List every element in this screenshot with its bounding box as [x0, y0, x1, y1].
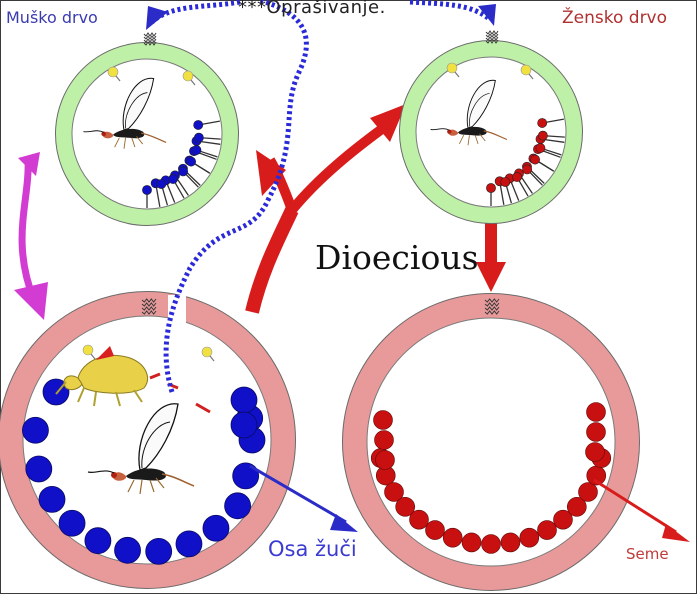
seed: [537, 520, 557, 540]
pollen-icon: [520, 64, 534, 80]
pollen-icon: [182, 70, 196, 86]
flower: [512, 172, 522, 182]
male-young-flowers: [142, 120, 221, 208]
flower: [535, 143, 546, 153]
female-young-flowers: [486, 118, 565, 206]
seed: [566, 497, 587, 517]
ostiole-scales: [485, 30, 499, 44]
label-male-tree: Muško drvo: [6, 8, 98, 27]
flower: [537, 130, 548, 141]
pollen-icon: [446, 62, 460, 78]
arrow-red-stem: [245, 207, 299, 314]
gall: [230, 411, 258, 439]
gall: [25, 455, 53, 483]
gall: [114, 536, 141, 564]
ostiole-gap: [168, 295, 186, 331]
seed: [586, 422, 606, 442]
seed: [442, 527, 463, 548]
yellow-wasp-icon: [55, 346, 148, 407]
dotted-path-to-male: [163, 0, 309, 393]
flower: [530, 154, 540, 165]
gall: [58, 509, 86, 537]
gall: [145, 537, 173, 565]
gall: [224, 492, 252, 520]
seed: [461, 532, 482, 553]
pollen-icon: [82, 344, 96, 360]
flower: [193, 120, 204, 130]
ostiole-scales: [141, 298, 157, 315]
gall: [232, 462, 260, 490]
flower: [193, 132, 204, 143]
gall: [22, 416, 49, 444]
arrow-magenta: [18, 159, 38, 302]
gall: [175, 530, 203, 558]
gall: [230, 386, 258, 414]
dotted-arrow-male: [150, 0, 241, 24]
flower: [142, 185, 152, 195]
flower: [186, 156, 196, 167]
seed: [395, 497, 416, 517]
syconium-female-mature: [342, 293, 640, 591]
fig-wasp-icon: [83, 78, 167, 149]
seed: [384, 482, 404, 502]
seed: [374, 430, 394, 450]
female-seeds: [370, 402, 612, 554]
seed: [578, 482, 598, 502]
arrow-red-right: [288, 121, 389, 214]
arrow-to-seed: [593, 478, 677, 534]
seed: [375, 450, 395, 470]
flower: [500, 177, 511, 187]
seed: [586, 402, 606, 422]
male-galls: [22, 378, 266, 565]
flower: [168, 174, 178, 184]
seed: [585, 442, 605, 462]
pollen-icon: [107, 66, 121, 82]
seed: [553, 509, 573, 530]
label-dioecious: Dioecious: [315, 238, 479, 277]
dotted-arrow-female: [409, 0, 490, 21]
gall: [202, 514, 230, 542]
fig-wasp-icon: [430, 80, 508, 146]
seed: [481, 534, 501, 554]
seed: [519, 527, 540, 548]
arrow-to-wasp: [249, 464, 347, 524]
label-female-tree: Žensko drvo: [562, 8, 668, 28]
flower: [191, 145, 202, 155]
ostiole-scales: [484, 298, 500, 315]
seed: [500, 532, 521, 553]
fig-wasp-icon: [87, 403, 195, 495]
ostiole-scales: [143, 32, 157, 46]
flower: [178, 166, 189, 177]
arrowhead-magenta: [14, 282, 48, 320]
flower: [156, 179, 167, 189]
flower: [522, 164, 533, 175]
gall: [38, 485, 66, 513]
flower: [486, 183, 496, 193]
seed: [409, 509, 429, 530]
pollen-icon: [201, 346, 215, 362]
gall: [84, 527, 112, 555]
label-wasp-galls: Osa žuči: [268, 537, 357, 561]
label-seed: Seme: [626, 545, 669, 563]
seed: [425, 520, 445, 540]
flower: [537, 118, 548, 128]
seed: [373, 410, 393, 430]
diagram-title: ***Oprašivanje.: [238, 0, 386, 18]
